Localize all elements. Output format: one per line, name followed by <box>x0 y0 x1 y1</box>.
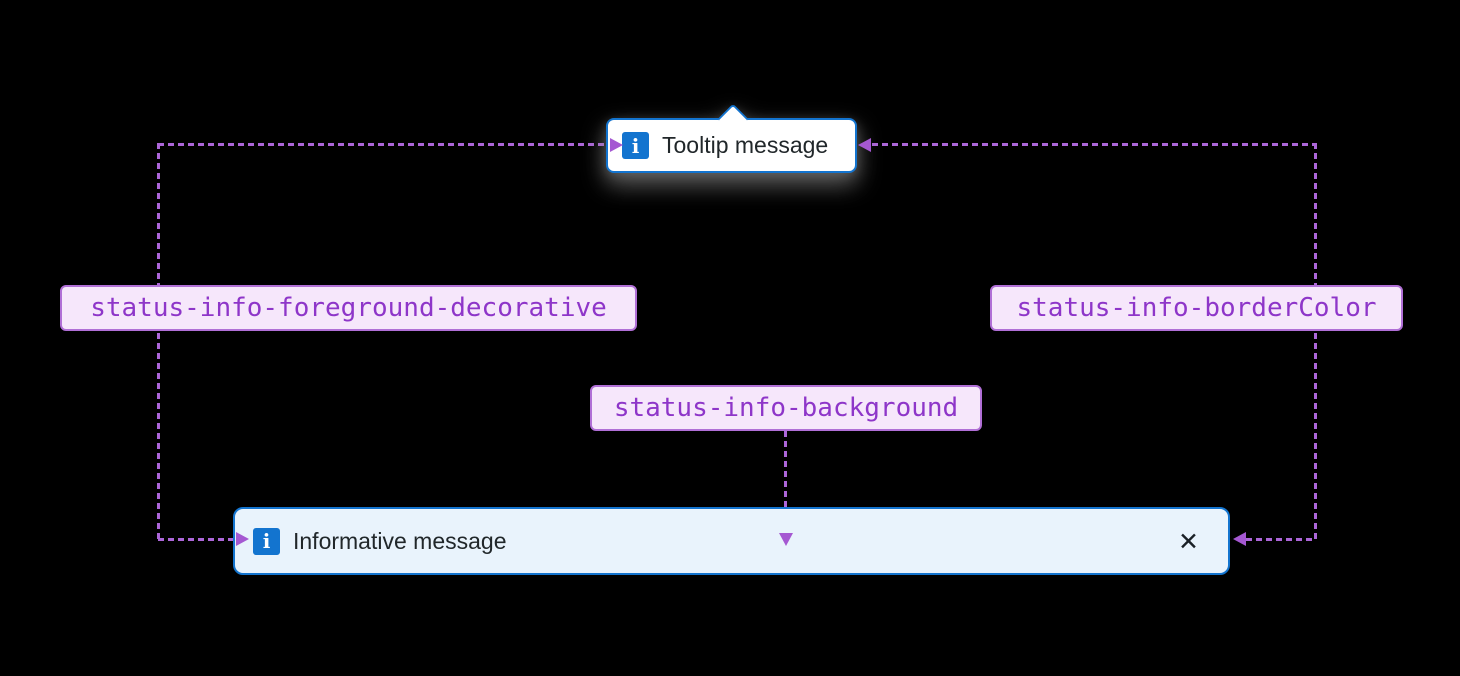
connector-foreground-vertical <box>157 143 160 540</box>
info-icon: i <box>253 527 280 555</box>
token-label: status-info-borderColor <box>1016 293 1377 323</box>
token-label: status-info-background <box>613 393 959 423</box>
connector-border-bottom-horizontal <box>1246 538 1316 541</box>
tooltip-caret <box>716 103 749 135</box>
token-status-info-background: status-info-background <box>590 385 982 431</box>
info-icon: i <box>622 132 649 159</box>
arrowhead-to-tooltip-border <box>858 138 871 152</box>
arrowhead-to-banner-icon <box>236 532 249 546</box>
token-status-info-borderColor: status-info-borderColor <box>990 285 1403 331</box>
tooltip-message: Tooltip message <box>662 132 829 158</box>
token-status-info-foreground-decorative: status-info-foreground-decorative <box>60 285 637 331</box>
info-banner: i Informative message ✕ <box>233 507 1230 575</box>
arrowhead-to-banner-background <box>779 533 793 546</box>
connector-border-vertical <box>1314 143 1317 540</box>
connector-border-top-horizontal <box>872 143 1317 146</box>
connector-background-vertical <box>784 431 787 532</box>
banner-message: Informative message <box>293 527 507 554</box>
tooltip: i Tooltip message <box>606 103 857 173</box>
connector-foreground-top-horizontal <box>158 143 608 146</box>
connector-foreground-bottom-horizontal <box>158 538 236 541</box>
arrowhead-to-banner-border <box>1233 532 1246 546</box>
close-icon[interactable]: ✕ <box>1178 526 1199 556</box>
arrowhead-to-tooltip-icon <box>610 138 623 152</box>
token-label: status-info-foreground-decorative <box>90 293 607 323</box>
